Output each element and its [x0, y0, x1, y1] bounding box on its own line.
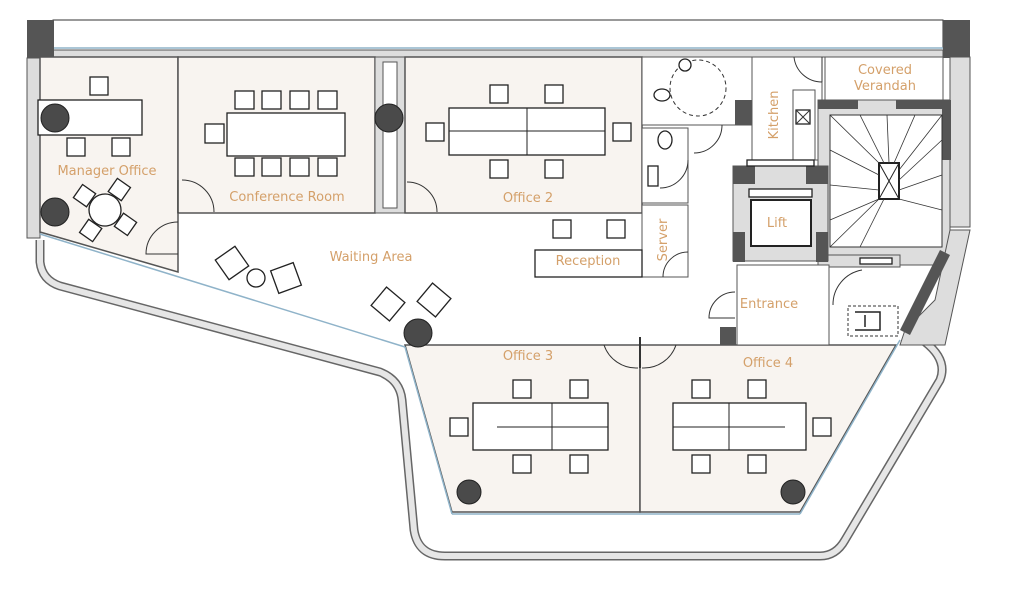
label-waiting-area: Waiting Area [330, 250, 413, 265]
conference-table [226, 112, 346, 157]
chair [111, 137, 131, 157]
wheelchair-icon [847, 305, 899, 337]
round-meeting-table [72, 177, 138, 243]
top-wall [52, 49, 944, 58]
toilet-icon [657, 130, 673, 150]
label-entrance: Entrance [740, 297, 798, 312]
staircase [817, 99, 951, 268]
lounge-chairs [214, 245, 452, 322]
chair [552, 219, 572, 239]
label-office-3: Office 3 [503, 349, 553, 364]
label-office-2: Office 2 [503, 191, 553, 206]
pier-left [27, 20, 54, 58]
hob-cross [795, 109, 811, 125]
label-reception: Reception [556, 254, 621, 269]
slanted-glazing [39, 233, 406, 348]
covered-verandah [824, 56, 944, 101]
kitchen-counter [792, 89, 816, 161]
pier-right [943, 20, 970, 58]
chair [66, 137, 86, 157]
label-covered-verandah-1: Covered [858, 63, 912, 78]
right-wall [949, 56, 971, 228]
wheelchair-glyph [855, 311, 881, 331]
office-4-glazing [799, 339, 901, 515]
label-office-4: Office 4 [743, 356, 793, 371]
office-2-desks [425, 84, 632, 179]
basin-icon [647, 165, 659, 187]
door-swing[interactable] [659, 159, 689, 189]
entrance-lobby [736, 264, 830, 346]
door-swing[interactable] [693, 124, 723, 154]
entrance-door[interactable] [708, 291, 736, 319]
label-lift: Lift [767, 216, 787, 231]
toilet-icon [653, 88, 671, 102]
office-3-glazing [404, 346, 453, 515]
office-4-desks [672, 379, 832, 474]
structural-columns [40, 103, 806, 505]
left-wall [26, 57, 41, 239]
office-4-door[interactable] [641, 344, 677, 369]
label-covered-verandah-2: Verandah [854, 79, 916, 94]
pier-strip-inner [382, 61, 398, 209]
conference-chairs [204, 90, 338, 177]
office-2-door[interactable] [406, 181, 438, 213]
manager-door[interactable] [145, 221, 179, 255]
chair [89, 76, 109, 96]
stair-door[interactable] [832, 269, 863, 306]
lift-shaft [732, 159, 829, 262]
office-3-desks [449, 379, 609, 474]
top-ledge [52, 19, 944, 49]
label-conference-room: Conference Room [229, 190, 344, 205]
label-kitchen: Kitchen [767, 91, 782, 140]
sink-icon [678, 58, 692, 72]
turning-circle [669, 59, 727, 117]
slanted-wall [899, 229, 971, 346]
server-room [641, 204, 689, 278]
conference-door[interactable] [177, 179, 215, 213]
slanted-wall-dark [900, 250, 950, 335]
label-server: Server [656, 218, 671, 261]
column-block [735, 100, 753, 125]
column-block [720, 327, 736, 345]
balcony-railing [35, 240, 947, 561]
office-3-door[interactable] [603, 344, 639, 369]
reception-desk [534, 249, 643, 278]
label-manager-office: Manager Office [57, 164, 156, 179]
kitchen-door[interactable] [793, 56, 823, 83]
server-door[interactable] [662, 251, 689, 278]
chair [606, 219, 626, 239]
